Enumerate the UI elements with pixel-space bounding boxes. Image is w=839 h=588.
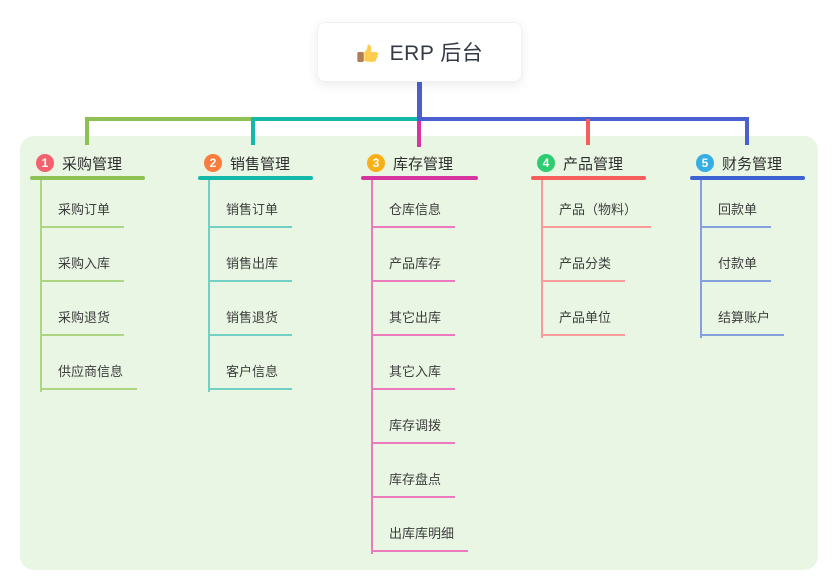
child-node[interactable]: 其它入库: [371, 361, 456, 390]
child-node[interactable]: 采购退货: [40, 307, 125, 336]
child-node[interactable]: 供应商信息: [40, 361, 138, 390]
child-node[interactable]: 出库库明细: [371, 523, 469, 552]
child-node[interactable]: 产品单位: [541, 307, 626, 336]
branch-number-badge: 1: [36, 154, 54, 172]
child-node-row: 仓库信息: [371, 174, 468, 228]
child-node-row: 客户信息: [208, 336, 293, 390]
child-node[interactable]: 结算账户: [700, 307, 785, 336]
child-node[interactable]: 回款单: [700, 199, 772, 228]
branch-underline: [198, 176, 313, 180]
child-node[interactable]: 销售订单: [208, 199, 293, 228]
branch-number-badge: 5: [696, 154, 714, 172]
branch-sales-node[interactable]: 2 销售管理: [198, 150, 313, 176]
child-node-row: 销售退货: [208, 282, 293, 336]
connector-horizontal-branch2: [251, 117, 421, 121]
branch-children: 仓库信息 产品库存 其它出库 其它入库 库存调拨 库存盘点 出库库明细: [371, 174, 469, 552]
thumbs-up-icon: [356, 40, 380, 64]
child-node-row: 其它出库: [371, 282, 468, 336]
branch-number-badge: 4: [537, 154, 555, 172]
connector-drop-branch3: [417, 121, 421, 147]
branch-inventory-node[interactable]: 3 库存管理: [361, 150, 478, 176]
child-node-row: 库存盘点: [371, 444, 468, 498]
child-node[interactable]: 库存调拨: [371, 415, 456, 444]
connector-drop-branch4: [586, 119, 590, 145]
child-node-row: 采购入库: [40, 228, 137, 282]
child-node-row: 销售出库: [208, 228, 293, 282]
child-node[interactable]: 销售出库: [208, 253, 293, 282]
child-node[interactable]: 产品分类: [541, 253, 626, 282]
branch-purchase-node[interactable]: 1 采购管理: [30, 150, 145, 176]
branch-children: 采购订单 采购入库 采购退货 供应商信息: [40, 174, 138, 390]
branch-child-stem: [371, 180, 373, 554]
branch-child-stem: [208, 180, 210, 392]
branch-sales: 2 销售管理 销售订单 销售出库 销售退货 客户信息: [198, 150, 313, 392]
child-node-row: 采购订单: [40, 174, 137, 228]
branch-underline: [690, 176, 805, 180]
branch-child-stem: [700, 180, 702, 338]
connector-drop-branch1: [85, 119, 89, 145]
child-node-row: 采购退货: [40, 282, 137, 336]
child-node[interactable]: 产品（物料）: [541, 199, 652, 228]
branch-children: 产品（物料） 产品分类 产品单位: [541, 174, 652, 336]
connector-horizontal-branch5: [417, 117, 749, 121]
branch-child-stem: [40, 180, 42, 392]
branch-children: 销售订单 销售出库 销售退货 客户信息: [208, 174, 293, 390]
branch-product-node[interactable]: 4 产品管理: [531, 150, 646, 176]
child-node[interactable]: 客户信息: [208, 361, 293, 390]
branch-finance: 5 财务管理 回款单 付款单 结算账户: [690, 150, 805, 338]
branch-finance-node[interactable]: 5 财务管理: [690, 150, 805, 176]
child-node[interactable]: 付款单: [700, 253, 772, 282]
branch-underline: [30, 176, 145, 180]
child-node[interactable]: 库存盘点: [371, 469, 456, 498]
child-node-row: 产品单位: [541, 282, 651, 336]
branch-children: 回款单 付款单 结算账户: [700, 174, 785, 336]
connector-drop-branch5: [745, 119, 749, 145]
connector-horizontal-branch1: [85, 117, 255, 121]
connector-root-stem: [417, 82, 422, 119]
branch-number-badge: 2: [204, 154, 222, 172]
child-node-row: 出库库明细: [371, 498, 469, 552]
root-title: ERP 后台: [389, 42, 484, 65]
child-node[interactable]: 采购订单: [40, 199, 125, 228]
child-node-row: 产品（物料）: [541, 174, 652, 228]
child-node-row: 供应商信息: [40, 336, 138, 390]
root-node[interactable]: ERP 后台: [317, 22, 522, 82]
branch-label: 产品管理: [563, 155, 624, 173]
branch-label: 采购管理: [62, 155, 123, 173]
branch-number-badge: 3: [367, 154, 385, 172]
branch-label: 财务管理: [722, 155, 783, 173]
branch-label: 库存管理: [393, 155, 454, 173]
branch-product: 4 产品管理 产品（物料） 产品分类 产品单位: [531, 150, 652, 338]
branch-inventory: 3 库存管理 仓库信息 产品库存 其它出库 其它入库 库存调拨 库存盘点 出库库…: [361, 150, 478, 554]
child-node-row: 付款单: [700, 228, 784, 282]
child-node[interactable]: 仓库信息: [371, 199, 456, 228]
branch-underline: [531, 176, 646, 180]
child-node[interactable]: 其它出库: [371, 307, 456, 336]
connector-drop-branch2: [251, 119, 255, 145]
child-node-row: 产品分类: [541, 228, 651, 282]
branch-underline: [361, 176, 478, 180]
branch-label: 销售管理: [230, 155, 291, 173]
child-node-row: 库存调拨: [371, 390, 468, 444]
branch-child-stem: [541, 180, 543, 338]
child-node[interactable]: 销售退货: [208, 307, 293, 336]
child-node-row: 销售订单: [208, 174, 293, 228]
branch-purchase: 1 采购管理 采购订单 采购入库 采购退货 供应商信息: [30, 150, 145, 392]
child-node-row: 回款单: [700, 174, 784, 228]
child-node[interactable]: 产品库存: [371, 253, 456, 282]
child-node-row: 结算账户: [700, 282, 785, 336]
child-node-row: 产品库存: [371, 228, 468, 282]
child-node[interactable]: 采购入库: [40, 253, 125, 282]
child-node-row: 其它入库: [371, 336, 468, 390]
